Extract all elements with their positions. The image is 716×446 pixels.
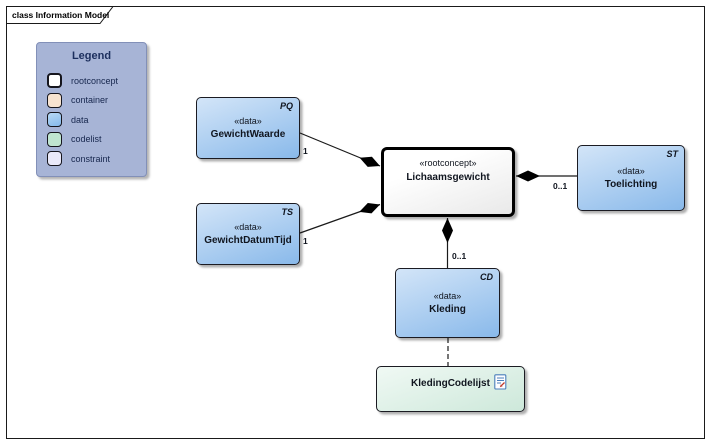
node-stereotype: «rootconcept» [419, 158, 477, 168]
multiplicity-kleding: 0..1 [452, 251, 467, 261]
container-swatch [47, 92, 62, 108]
node-gewichtwaarde[interactable]: PQ «data» GewichtWaarde [196, 97, 300, 159]
node-kleding[interactable]: CD «data» Kleding [395, 268, 500, 338]
node-name: Lichaamsgewicht [406, 172, 490, 183]
node-stereotype: «data» [617, 166, 645, 176]
legend-panel: Legend rootconcept container data codeli… [36, 42, 147, 177]
node-name: Kleding [429, 304, 466, 315]
node-stereotype: «data» [234, 222, 262, 232]
node-stereotype: «data» [234, 116, 262, 126]
legend-title: Legend [71, 50, 112, 62]
multiplicity-gewichtdatumtijd: 1 [303, 236, 308, 246]
node-name: Toelichting [604, 179, 658, 190]
legend-item-rootconcept: rootconcept [47, 73, 118, 88]
node-name: GewichtDatumTijd [204, 235, 292, 246]
legend-item-container: container [47, 92, 109, 108]
multiplicity-toelichting: 0..1 [553, 181, 568, 191]
node-stereotype: «data» [433, 291, 462, 301]
codelist-document-icon [494, 374, 507, 390]
datatype-tag: TS [281, 207, 293, 217]
legend-item-codelist: codelist [47, 131, 102, 147]
data-swatch [47, 112, 62, 127]
node-lichaamsgewicht[interactable]: «rootconcept» Lichaamsgewicht [381, 147, 515, 217]
node-name: GewichtWaarde [210, 129, 286, 140]
constraint-swatch [47, 151, 62, 166]
legend-item-label: codelist [71, 134, 102, 144]
legend-item-data: data [47, 112, 89, 127]
legend-item-label: constraint [71, 153, 111, 164]
legend-item-label: data [71, 114, 89, 125]
diagram-title: class Information Model [12, 10, 110, 20]
node-kledingcodelijst[interactable]: KledingCodelijst [376, 366, 525, 412]
node-name: KledingCodelijst [411, 378, 490, 389]
legend-item-label: container [71, 95, 109, 105]
node-gewichtdatumtijd[interactable]: TS «data» GewichtDatumTijd [196, 203, 300, 265]
rootconcept-swatch [47, 73, 62, 88]
node-toelichting[interactable]: ST «data» Toelichting [577, 145, 685, 211]
datatype-tag: CD [480, 272, 493, 282]
datatype-tag: PQ [279, 101, 293, 111]
legend-item-label: rootconcept [71, 75, 119, 86]
legend-item-constraint: constraint [47, 151, 110, 166]
multiplicity-gewichtwaarde: 1 [303, 146, 308, 156]
codelist-swatch [47, 131, 62, 147]
datatype-tag: ST [666, 149, 678, 159]
